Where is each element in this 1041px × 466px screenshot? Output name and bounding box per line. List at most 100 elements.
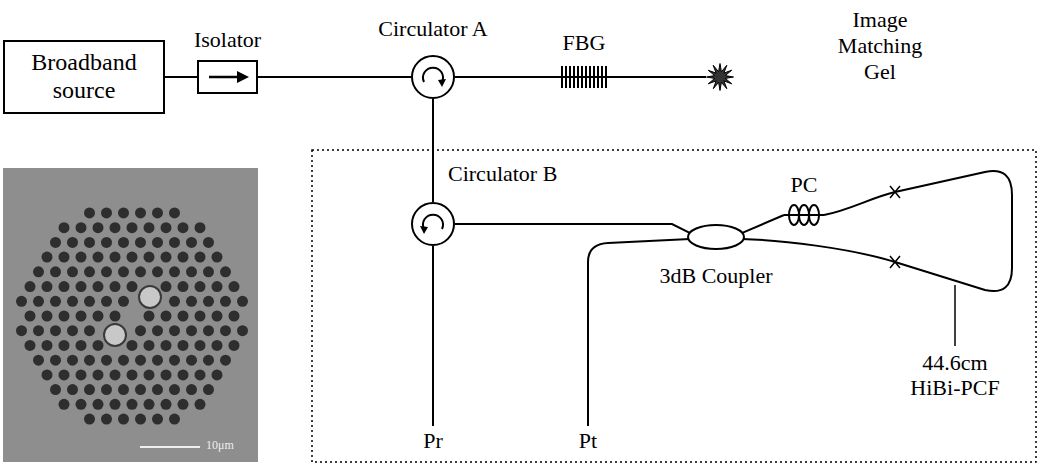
air-hole xyxy=(67,325,78,336)
fiber-connector xyxy=(455,224,690,233)
air-hole xyxy=(16,325,27,336)
air-hole xyxy=(195,281,206,292)
air-hole xyxy=(212,281,223,292)
air-hole xyxy=(93,252,104,263)
air-hole xyxy=(152,325,163,336)
node-label: Circulator A xyxy=(378,16,487,41)
air-hole xyxy=(42,311,53,322)
air-hole xyxy=(110,252,121,263)
air-hole xyxy=(127,252,138,263)
air-hole xyxy=(161,340,172,351)
air-hole xyxy=(152,266,163,277)
air-hole xyxy=(169,207,180,218)
air-hole xyxy=(229,281,240,292)
node-label: Image Matching Gel xyxy=(830,7,930,85)
air-hole xyxy=(76,311,87,322)
air-hole xyxy=(101,384,112,395)
scale-label: 10μm xyxy=(206,439,234,451)
air-hole xyxy=(212,311,223,322)
air-hole xyxy=(93,340,104,351)
air-hole xyxy=(101,296,112,307)
air-hole xyxy=(169,266,180,277)
air-hole xyxy=(42,281,53,292)
air-hole xyxy=(203,384,214,395)
air-hole xyxy=(203,355,214,366)
air-hole xyxy=(59,340,70,351)
air-hole xyxy=(152,384,163,395)
air-hole xyxy=(59,281,70,292)
air-hole xyxy=(144,252,155,263)
air-hole xyxy=(178,252,189,263)
air-hole xyxy=(203,296,214,307)
fiber-connector xyxy=(165,76,197,78)
air-hole xyxy=(127,281,138,292)
splice-mark xyxy=(890,186,900,198)
air-hole xyxy=(33,325,44,336)
port-label: Pr xyxy=(418,428,448,453)
air-hole xyxy=(186,237,197,248)
node-label: PC xyxy=(791,172,818,197)
air-hole xyxy=(93,281,104,292)
air-hole xyxy=(118,296,129,307)
air-hole xyxy=(135,237,146,248)
air-hole xyxy=(135,325,146,336)
air-hole xyxy=(220,355,231,366)
air-hole xyxy=(144,311,155,322)
air-hole xyxy=(59,252,70,263)
air-hole xyxy=(178,340,189,351)
air-hole xyxy=(186,325,197,336)
node-label: Broadband source xyxy=(5,49,163,104)
air-hole xyxy=(101,207,112,218)
label-holder: Broadband source xyxy=(5,42,163,112)
fiber-connector xyxy=(432,99,434,202)
air-hole xyxy=(67,355,78,366)
air-hole xyxy=(178,311,189,322)
air-hole xyxy=(220,296,231,307)
air-hole xyxy=(76,252,87,263)
air-hole xyxy=(178,281,189,292)
air-hole xyxy=(195,252,206,263)
air-hole xyxy=(101,414,112,425)
air-hole xyxy=(118,207,129,218)
port-label: Pt xyxy=(573,428,603,453)
air-hole xyxy=(67,384,78,395)
air-hole xyxy=(110,311,121,322)
air-hole xyxy=(212,369,223,380)
air-hole xyxy=(169,237,180,248)
air-hole xyxy=(195,340,206,351)
air-hole xyxy=(169,325,180,336)
air-hole xyxy=(50,325,61,336)
air-hole xyxy=(50,237,61,248)
air-hole xyxy=(25,340,36,351)
air-hole xyxy=(76,399,87,410)
air-hole xyxy=(118,237,129,248)
pc-coils xyxy=(784,203,824,227)
node-label: Circulator B xyxy=(448,161,557,186)
air-hole xyxy=(42,252,53,263)
air-hole xyxy=(161,399,172,410)
air-hole xyxy=(237,325,248,336)
air-hole xyxy=(84,296,95,307)
air-hole xyxy=(93,369,104,380)
air-hole xyxy=(118,414,129,425)
air-hole xyxy=(59,399,70,410)
air-hole xyxy=(84,237,95,248)
air-hole xyxy=(237,296,248,307)
air-hole xyxy=(161,252,172,263)
circulator-circle: Circulator B xyxy=(411,202,455,246)
air-hole xyxy=(178,369,189,380)
air-hole xyxy=(118,355,129,366)
air-hole xyxy=(186,355,197,366)
air-hole xyxy=(169,414,180,425)
air-hole xyxy=(50,266,61,277)
air-hole xyxy=(152,207,163,218)
air-hole xyxy=(76,222,87,233)
air-hole xyxy=(195,311,206,322)
air-hole xyxy=(110,222,121,233)
air-hole xyxy=(135,355,146,366)
fiber-connector xyxy=(612,76,706,78)
air-hole xyxy=(229,340,240,351)
port-label: 44.6cm HiBi-PCF xyxy=(900,350,1010,401)
gel-starburst: Image Matching Gel xyxy=(706,63,734,91)
